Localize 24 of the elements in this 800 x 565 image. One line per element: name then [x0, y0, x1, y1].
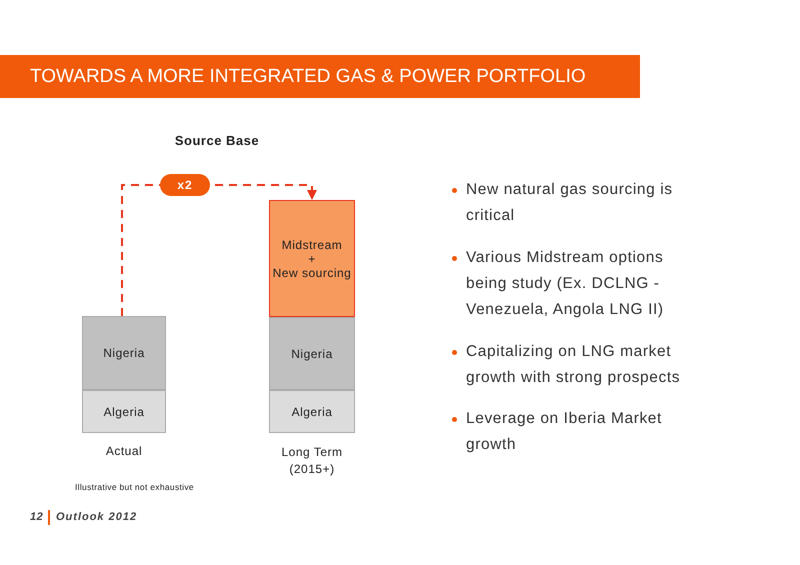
chart-title: Source Base	[174, 133, 260, 148]
segment-label: New sourcing	[272, 266, 352, 280]
growth-badge: x2	[160, 174, 210, 196]
footer-text: Outlook 2012	[56, 511, 138, 523]
bullet-text: New natural gas sourcing is critical	[466, 180, 674, 226]
bullet-text: Leverage on Iberia Market growth	[466, 409, 663, 455]
segment-label: Nigeria	[291, 346, 333, 360]
bar-segment	[269, 317, 355, 390]
bullet-text: Capitalizing on LNG market growth with strong prospects	[466, 342, 682, 388]
page-number: 12	[30, 511, 44, 523]
bullet-text: Various Midstream options being study (Ex. DCLNG - Venezuela, Angola LNG II)	[466, 248, 665, 320]
segment-label: Midstream	[282, 238, 342, 252]
segment-label: +	[308, 252, 316, 266]
bar-segment	[269, 200, 355, 317]
title-banner: TOWARDS A MORE INTEGRATED GAS & POWER PORTFOLIO	[0, 55, 640, 98]
segment-label: Algeria	[292, 404, 332, 418]
axis-label: Long Term (2015+)	[280, 444, 344, 478]
bar-segment	[82, 390, 166, 433]
segment-label: Nigeria	[103, 346, 145, 360]
bar-segment	[82, 316, 166, 390]
axis-label: Actual	[104, 444, 144, 458]
segment-label: Algeria	[104, 404, 144, 418]
bar-segment	[269, 390, 355, 433]
footnote: Illustrative but not exhaustive	[75, 482, 194, 492]
